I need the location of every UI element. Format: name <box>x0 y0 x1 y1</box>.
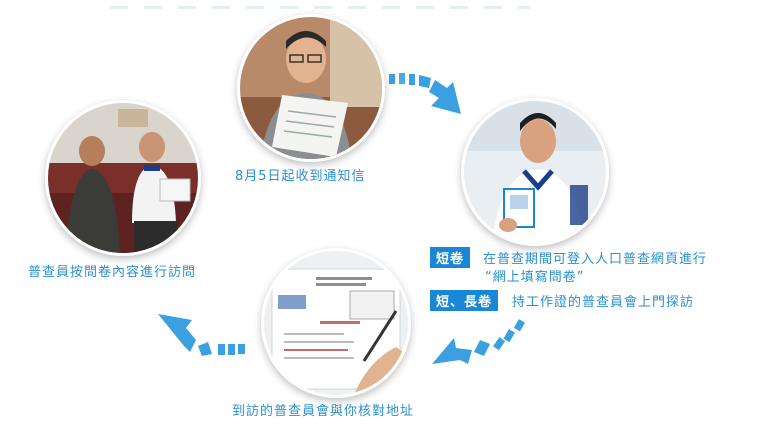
step1-caption: 8月5日起收到通知信 <box>235 169 366 184</box>
census-form-photo <box>261 248 411 398</box>
census-officer-id-card-photo <box>461 98 609 246</box>
step4-caption: 普查員按問卷內容進行訪問 <box>28 265 197 280</box>
short-form-text-line2: “網上填寫問卷” <box>485 270 585 285</box>
arrow-right-down-icon <box>389 73 461 114</box>
arrow-left-up-icon <box>158 314 245 356</box>
interview-on-sofa-photo <box>45 100 201 256</box>
arrow-left-down-icon <box>432 319 525 364</box>
step3-caption: 到訪的普查員會與你核對地址 <box>232 404 415 419</box>
decorative-top-line <box>110 6 530 9</box>
man-reading-letter-photo <box>237 14 385 162</box>
long-form-text: 持工作證的普查員會上門探訪 <box>512 295 695 310</box>
short-form-text-line1: 在普查期間可登入人口普查網頁進行 <box>483 252 708 267</box>
short-form-badge: 短卷 <box>430 247 471 268</box>
long-form-badge: 短、長卷 <box>430 290 499 311</box>
